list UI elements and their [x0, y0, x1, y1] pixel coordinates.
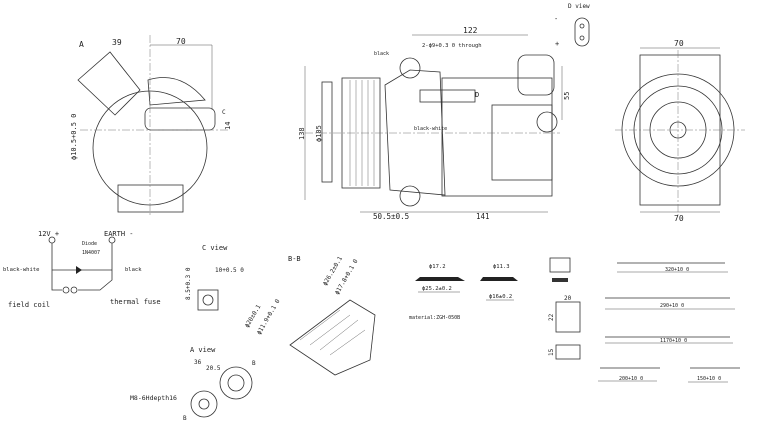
c-label: C: [222, 109, 226, 116]
length-top: 122: [463, 26, 478, 35]
c-view: C view 10+0.5 0 8.5+0.3 0: [185, 244, 244, 311]
wire-black-white: black-white: [414, 126, 447, 132]
cable-5-length: 150+10 0: [697, 376, 721, 382]
cables: 320+10 0 290+10 0 1170+10 0 200+10 0 150…: [598, 262, 740, 383]
diode-label: Diode: [82, 241, 97, 247]
view-arrow-d: D: [475, 91, 479, 99]
cable-1-length: 320+10 0: [665, 267, 689, 273]
pulley-dia: ϕ105: [315, 125, 323, 142]
height-138: 138: [298, 127, 306, 140]
black-label: black: [125, 267, 142, 273]
a-view-36: 36: [194, 359, 202, 366]
seal1-outer: ϕ25.2±0.2: [422, 286, 452, 292]
relay-depth: 15: [548, 348, 555, 356]
rear-width-top: 70: [674, 39, 684, 48]
a-view-205: 20.5: [206, 365, 221, 372]
seals: ϕ17.2 ϕ25.2±0.2 ϕ11.3 ϕ16±0.2 material:Z…: [409, 264, 518, 321]
height-label: 14: [224, 122, 232, 130]
a-view: A view 36 20.5 B B M8-6Hdepth16: [130, 346, 256, 422]
wiring-circuit: 12V + EARTH - Diode 1N4007 black-white b…: [3, 230, 161, 309]
fuse-relay: 20 22 15: [548, 257, 581, 360]
width-label: 70: [176, 37, 186, 46]
d-view: D view - +: [554, 3, 590, 48]
cable-2-length: 290+10 0: [660, 303, 684, 309]
d-plus: +: [555, 40, 559, 48]
seal2-outer: ϕ16±0.2: [489, 294, 512, 300]
cable-4-length: 200+10 0: [619, 376, 643, 382]
side-view: A 39 70 C 14 ϕ10.5+0.5 0: [70, 35, 232, 215]
a-view-title: A view: [190, 346, 216, 354]
thermal-fuse-label: thermal fuse: [110, 298, 161, 306]
a-view-b-bottom: B: [183, 415, 187, 422]
front-view: 122 2-ϕ9+0.3 0 through black D 55 138 ϕ1…: [298, 26, 571, 221]
bb-title: B-B: [288, 255, 301, 263]
view-arrow-a: A: [79, 40, 84, 49]
v12-label: 12V +: [38, 230, 59, 238]
bb-d4: ϕ11.9+0.1 0: [256, 298, 282, 336]
rear-width-bottom: 70: [674, 214, 684, 223]
angle-label: 39: [112, 38, 122, 47]
hole-label: ϕ10.5+0.5 0: [70, 114, 78, 160]
height-55: 55: [563, 92, 571, 100]
a-view-b-top: B: [252, 360, 256, 367]
length-bottom: 141: [476, 212, 490, 221]
through-holes: 2-ϕ9+0.3 0 through: [422, 43, 482, 49]
relay-height: 22: [548, 313, 555, 321]
black-white-label: black-white: [3, 267, 39, 273]
field-coil-label: field coil: [8, 301, 50, 309]
seal2-inner: ϕ11.3: [493, 264, 510, 270]
diode-model: 1N4007: [82, 250, 100, 256]
relay-width: 20: [564, 295, 572, 302]
d-view-title: D view: [568, 3, 590, 10]
cable-3-length: 1170+10 0: [660, 338, 687, 344]
seal1-inner: ϕ17.2: [429, 264, 446, 270]
c-view-height: 8.5+0.3 0: [185, 267, 192, 300]
thread-label: M8-6Hdepth16: [130, 394, 177, 402]
wire-black: black: [374, 51, 389, 57]
c-view-width: 10+0.5 0: [215, 267, 244, 274]
c-view-title: C view: [202, 244, 228, 252]
d-minus: -: [554, 15, 558, 23]
rear-view: 70 70: [615, 39, 745, 223]
offset-label: 50.5±0.5: [373, 212, 409, 221]
earth-label: EARTH -: [104, 230, 134, 238]
seal-material: material:ZGH-050B: [409, 315, 460, 321]
section-bb: B-B ϕ26.2±0.1 ϕ17.8+0.1 0 ϕ20±0.1 ϕ11.9+…: [244, 255, 376, 376]
